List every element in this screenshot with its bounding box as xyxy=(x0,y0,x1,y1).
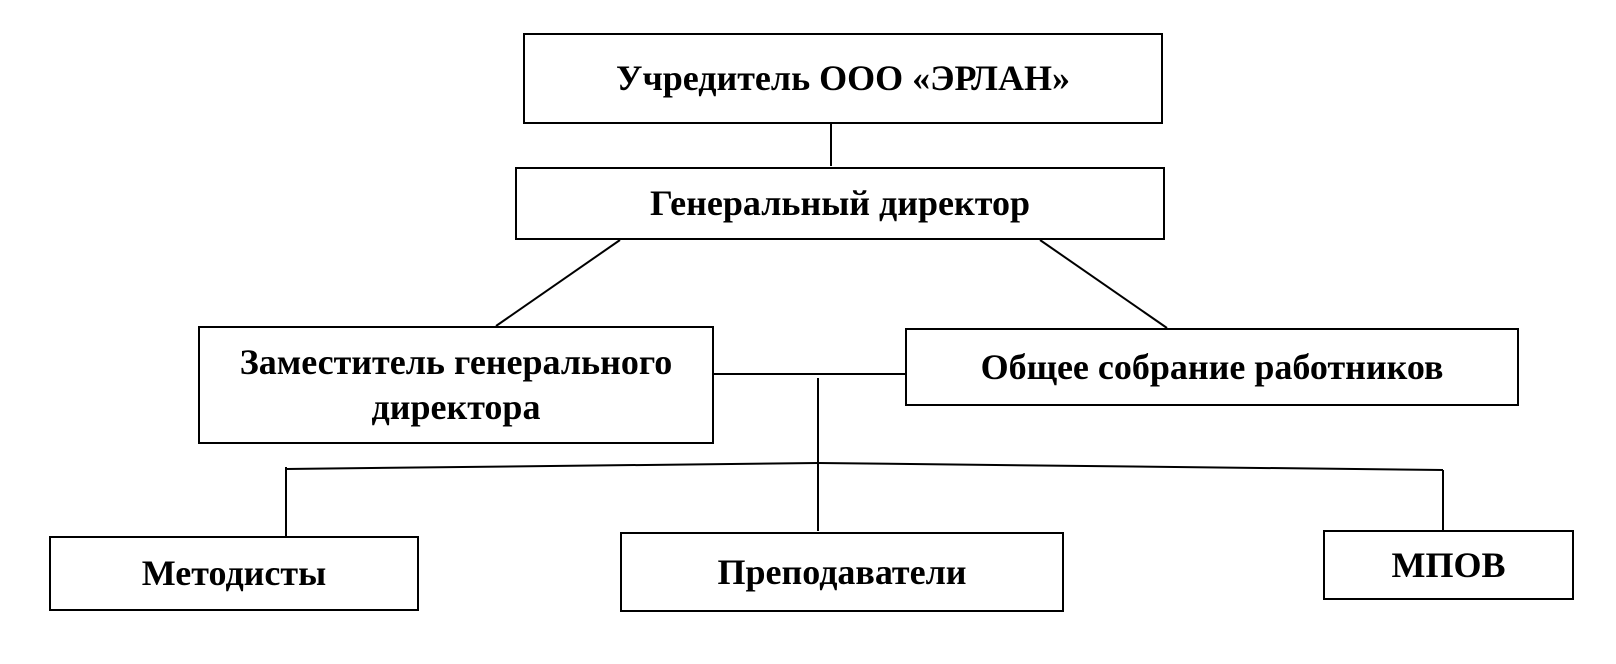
connector-branch-right xyxy=(817,462,1444,471)
teachers-label: Преподаватели xyxy=(717,551,967,592)
general-director-label: Генеральный директор xyxy=(650,183,1030,223)
mpov-label: МПОВ xyxy=(1391,544,1506,585)
founder-box: Учредитель ООО «ЭРЛАН» xyxy=(523,33,1163,124)
mpov-box: МПОВ xyxy=(1323,530,1574,600)
methodologists-label: Методисты xyxy=(141,553,327,593)
general-meeting-box: Общее собрание работников xyxy=(905,328,1519,406)
connector-general-director-deputy xyxy=(495,239,621,327)
methodologists-box: Методисты xyxy=(49,536,419,611)
deputy-director-box: Заместитель генерального директора xyxy=(198,326,714,444)
general-director-box: Генеральный директор xyxy=(515,167,1165,240)
general-meeting-label: Общее собрание работников xyxy=(980,346,1444,387)
deputy-director-label: Заместитель генерального директора xyxy=(239,342,673,427)
connector-general-director-meeting xyxy=(1039,239,1168,329)
teachers-box: Преподаватели xyxy=(620,532,1064,612)
founder-label: Учредитель ООО «ЭРЛАН» xyxy=(616,58,1070,98)
connector-branch-left xyxy=(285,462,819,470)
